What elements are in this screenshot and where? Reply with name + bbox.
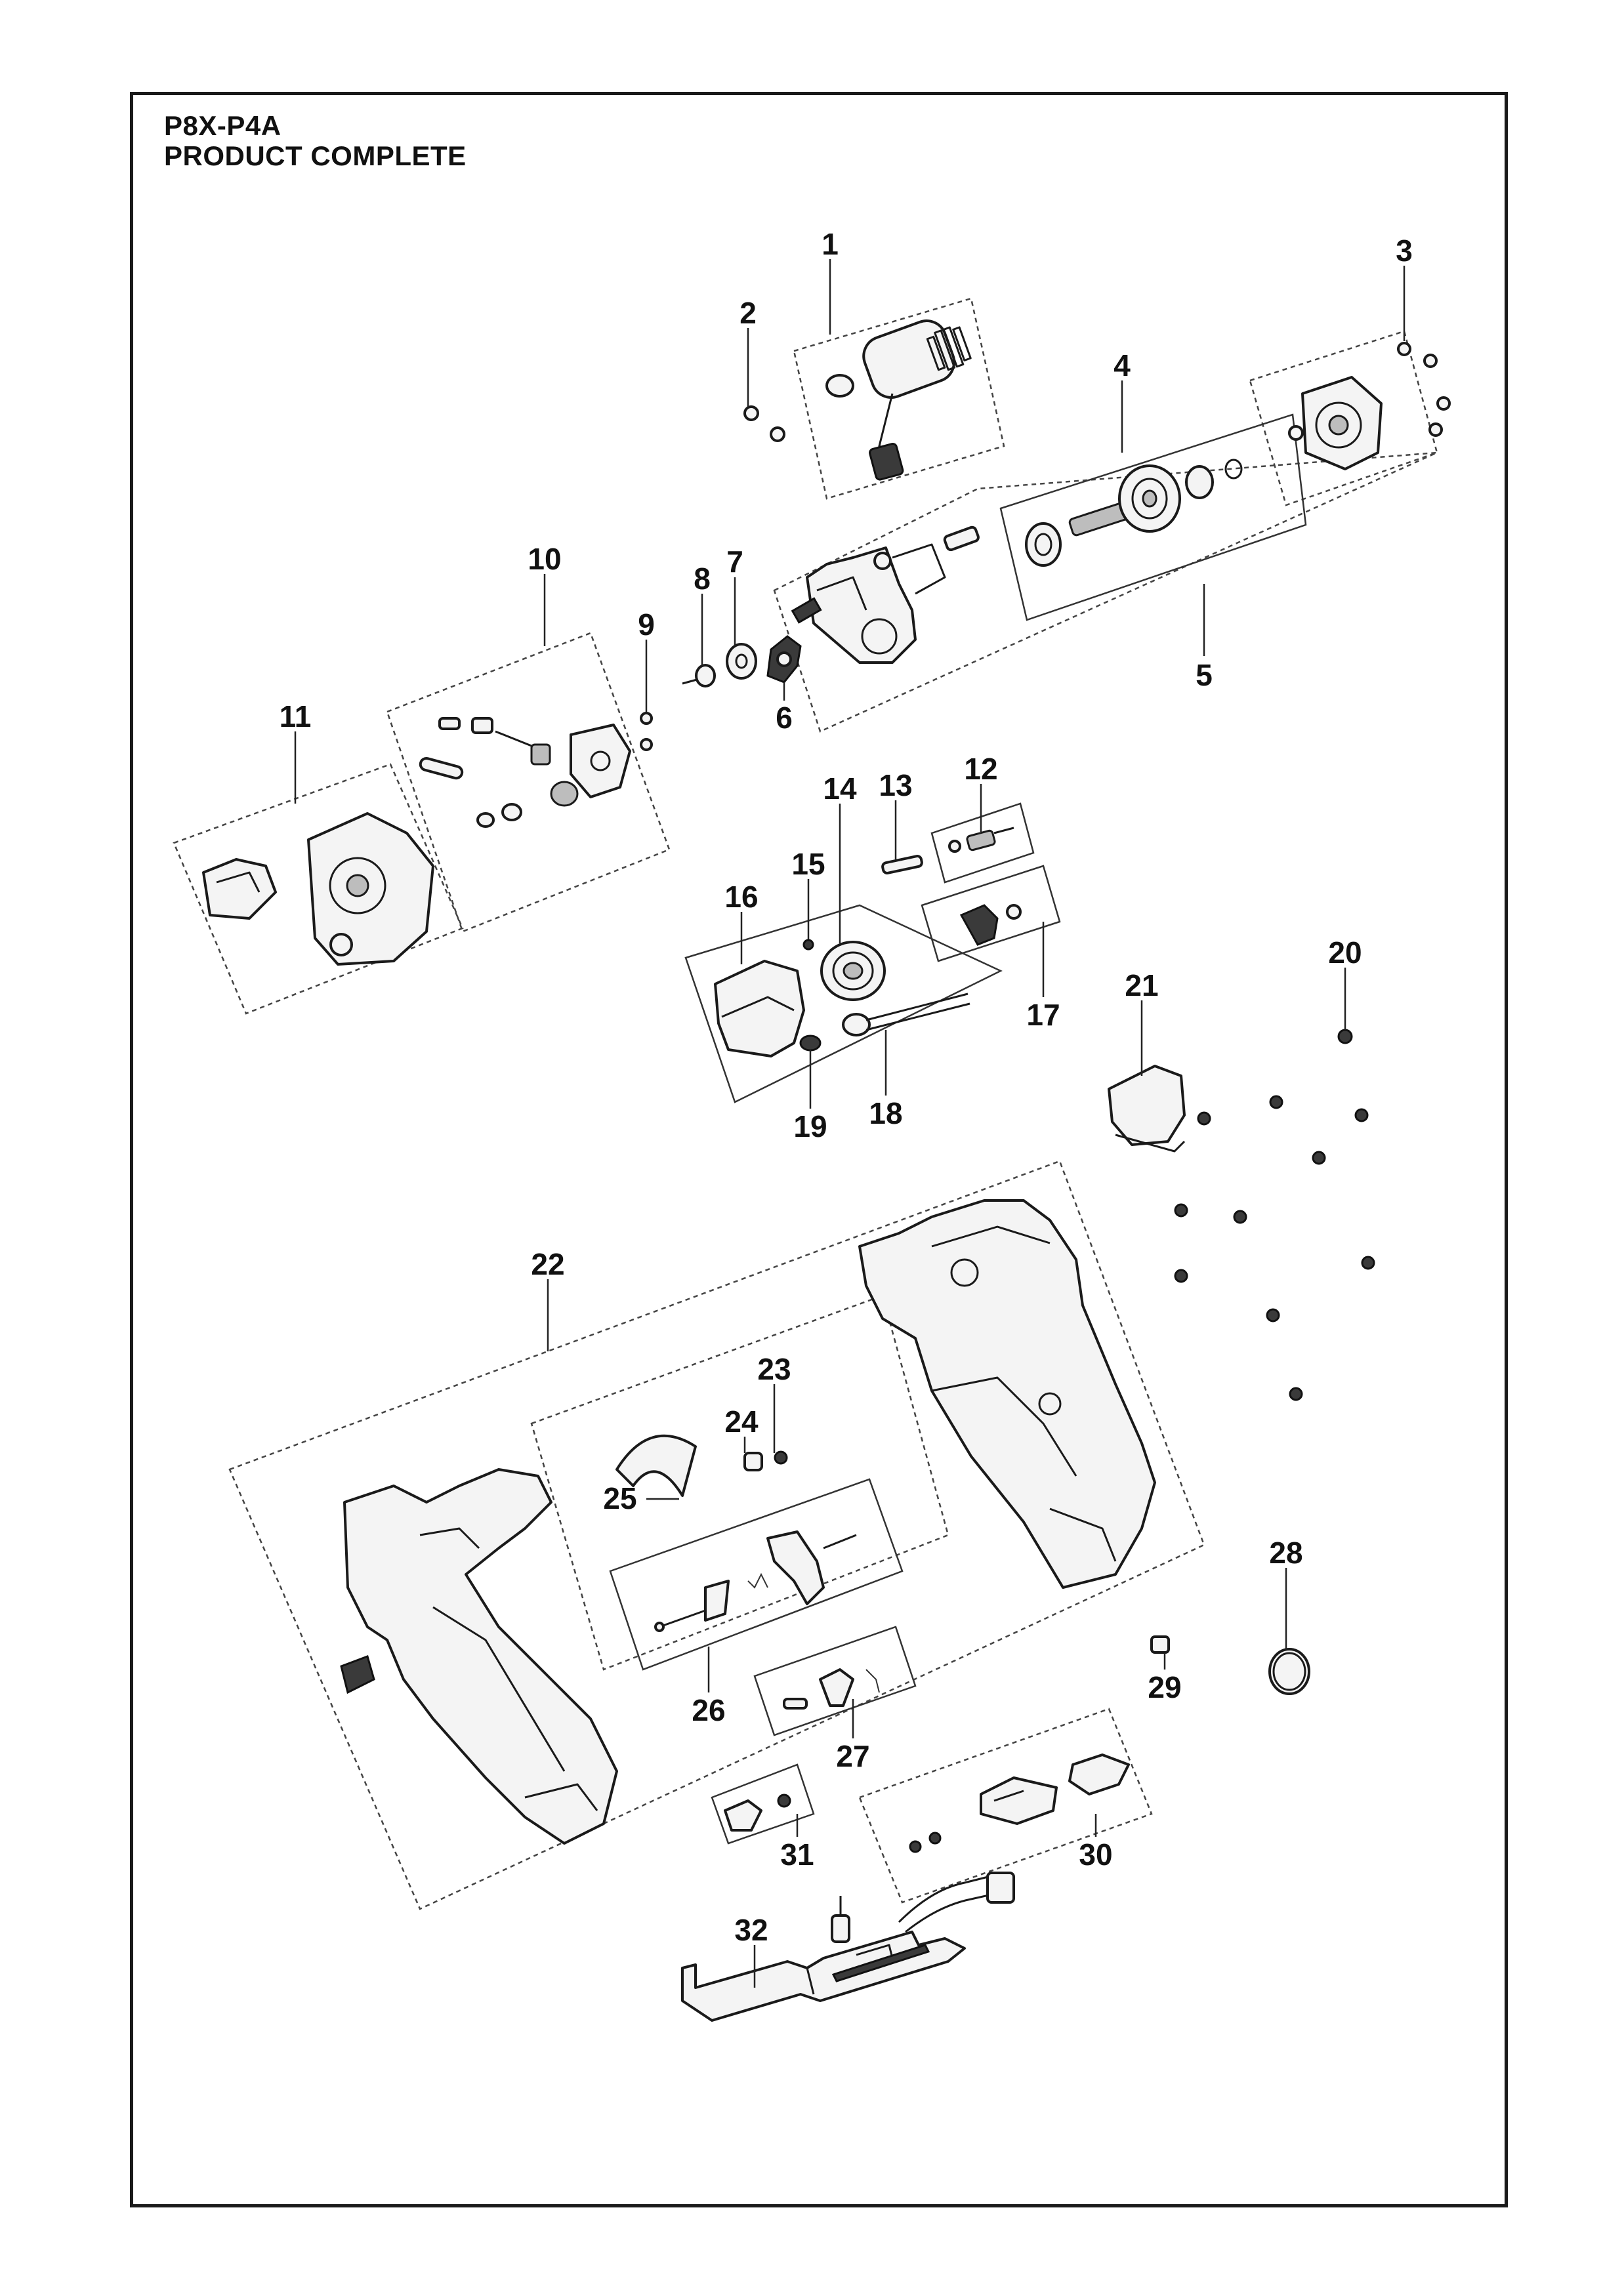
battery-latch: [909, 1753, 1130, 1853]
callout-numbers: 1 2 3 4 5 6 7 8 9 10 11 12 13 14 15 16 1…: [280, 227, 1413, 1947]
motor: [825, 319, 972, 481]
housing-right: [858, 1199, 1156, 1589]
callout-24: 24: [724, 1404, 759, 1439]
callout-8: 8: [694, 562, 711, 596]
callout-20: 20: [1328, 935, 1362, 970]
callout-15: 15: [791, 847, 825, 881]
block-29: [1150, 1635, 1170, 1654]
group-box-lever: [753, 1626, 917, 1736]
group-box-housing: [228, 1160, 1205, 1910]
screw-23: [774, 1450, 788, 1465]
callout-18: 18: [869, 1096, 902, 1130]
front-cover: [202, 812, 434, 966]
drawing-border: [130, 92, 1508, 2207]
group-box-switch-12: [930, 802, 1035, 884]
callout-9: 9: [638, 607, 655, 642]
bumper-25: [615, 1434, 697, 1497]
drawing-title: PRODUCT COMPLETE: [164, 140, 467, 171]
gear-14: [820, 941, 886, 1001]
callout-17: 17: [1026, 998, 1060, 1032]
group-box-trigger: [530, 1294, 949, 1671]
callout-22: 22: [531, 1247, 564, 1281]
controller-pcb: [681, 1872, 1015, 2022]
screws-3: [1397, 342, 1451, 437]
callout-2: 2: [739, 296, 757, 330]
callout-4: 4: [1114, 348, 1131, 382]
group-box-gearbox-cover: [1249, 330, 1438, 506]
group-box-trigger-mech: [609, 1478, 904, 1671]
group-box-direction: [684, 904, 1003, 1103]
callout-19: 19: [793, 1109, 827, 1143]
spindle-lock: [766, 635, 802, 684]
clutch-assembly: [419, 717, 631, 828]
callout-14: 14: [823, 771, 857, 806]
group-box-front-cover: [173, 763, 464, 1015]
callout-12: 12: [964, 752, 997, 786]
ring-8: [682, 664, 716, 687]
gearbox-cover: [1288, 376, 1383, 470]
cap-21: [1108, 1065, 1186, 1153]
direction-housing: [714, 960, 805, 1057]
spring-19: [799, 1035, 822, 1052]
group-box-gear-train: [999, 413, 1307, 621]
clip-31: [724, 1794, 791, 1832]
callout-32: 32: [734, 1913, 768, 1947]
switch-17: [959, 904, 1022, 946]
callout-28: 28: [1269, 1536, 1302, 1570]
group-box-motor: [793, 297, 1005, 500]
housing-left: [340, 1468, 618, 1845]
leader-lines: [294, 259, 1405, 1988]
callout-13: 13: [879, 768, 912, 802]
pin-13: [881, 855, 923, 874]
screw-15: [802, 939, 814, 951]
callout-21: 21: [1125, 968, 1158, 1002]
callout-1: 1: [822, 227, 839, 261]
knob-24: [743, 1452, 763, 1471]
screws-2: [743, 405, 785, 442]
gear-housing: [791, 525, 980, 664]
trigger-mechanism: [654, 1530, 857, 1632]
group-box-switch-17: [921, 865, 1061, 962]
lever-27: [783, 1668, 880, 1710]
callout-11: 11: [280, 699, 312, 733]
callout-25: 25: [603, 1481, 636, 1515]
model-number: P8X-P4A: [164, 110, 281, 141]
group-box-clutch: [386, 632, 671, 933]
callout-31: 31: [780, 1837, 814, 1872]
screws-9: [640, 712, 653, 751]
switch-12: [948, 827, 1014, 853]
callout-10: 10: [528, 542, 561, 576]
group-box-clip: [711, 1763, 815, 1845]
group-box-battery-latch: [858, 1708, 1153, 1904]
callout-7: 7: [726, 544, 743, 579]
callout-30: 30: [1079, 1837, 1112, 1872]
washer-7: [726, 643, 757, 680]
callout-6: 6: [776, 701, 793, 735]
callout-16: 16: [724, 880, 758, 914]
callout-27: 27: [836, 1739, 869, 1773]
o-ring-28: [1268, 1648, 1310, 1695]
callout-23: 23: [757, 1352, 791, 1386]
callout-26: 26: [692, 1693, 725, 1727]
callout-29: 29: [1148, 1670, 1181, 1704]
callout-3: 3: [1396, 234, 1413, 268]
callout-5: 5: [1196, 658, 1213, 692]
screw-20: [1337, 1029, 1353, 1044]
shaft-18: [842, 993, 970, 1036]
housing-screws: [1174, 1095, 1375, 1401]
gear-train: [1025, 459, 1243, 567]
